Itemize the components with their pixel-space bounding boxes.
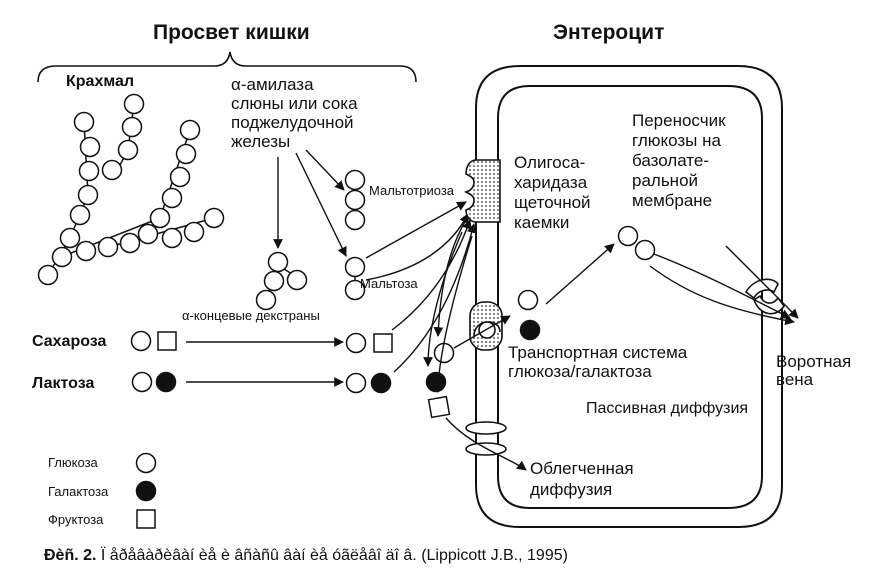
passive-diffusion-label: Пассивная диффузия [586, 400, 748, 417]
dextrin-molecule [255, 251, 308, 311]
legend-fructose-label: Фруктоза [48, 512, 104, 527]
maltotriose-label: Мальтотриоза [369, 183, 455, 198]
legend-fructose-symbol [136, 509, 156, 529]
portal-vein-label: Воротная вена [776, 352, 856, 389]
basolateral-glucose-carrier [744, 278, 785, 315]
lumen-brace [37, 51, 417, 83]
basolateral-carrier-label: Переносчик глюкозы на базолате- ральной … [632, 111, 730, 210]
sucrose-molecule-lumen [130, 330, 177, 352]
absorbed-monosaccharides [425, 342, 455, 419]
facilitated-diffusion-channel [465, 421, 507, 456]
legend: Глюкоза Галактоза Фруктоза [48, 452, 157, 529]
glucose-galactose-transporter [469, 301, 503, 351]
caption-text: Ï åðåâàðèâàí èå è âñàñû âàí èå óãëåâî äî… [96, 547, 568, 564]
maltose-molecule [344, 256, 366, 301]
figure-caption: Ðèñ. 2. Ï åðåâàðèâàí èå è âñàñû âàí èå ó… [44, 547, 568, 565]
legend-glucose-label: Глюкоза [48, 455, 99, 470]
oligosaccharidase-label: Олигоса- харидаза щеточной каемки [514, 153, 595, 232]
sucrose-label: Сахароза [32, 333, 107, 350]
caption-prefix: Ðèñ. 2. [44, 547, 97, 564]
enterocyte-inner-membrane [497, 85, 763, 509]
oligosaccharidase-enzyme [463, 159, 501, 223]
transport-system-label: Транспортная система глюкоза/галактоза [508, 343, 692, 381]
amylase-arrows [273, 149, 347, 257]
lactose-label: Лактоза [32, 375, 94, 392]
facilitated-diffusion-label: Облегченная диффузия [530, 459, 638, 499]
sucrose-molecule-membrane [345, 332, 393, 354]
amylase-label: α-амилаза слюны или сока поджелудочной ж… [231, 75, 362, 151]
maltose-label: Мальтоза [360, 276, 418, 291]
starch-label: Крахмал [66, 73, 134, 90]
brush-border-arrows [365, 201, 477, 373]
lumen-header: Просвет кишки [153, 21, 310, 44]
enterocyte-outer-membrane [475, 65, 783, 528]
monosaccharide-arrows [423, 219, 527, 471]
lactose-molecule-lumen [131, 371, 177, 393]
starch-molecule [37, 93, 225, 286]
lactose-molecule-membrane [345, 372, 392, 394]
dextrins-label: α-концевые декстраны [182, 308, 320, 323]
portal-vein-arrows [649, 245, 799, 326]
legend-galactose-label: Галактоза [48, 484, 109, 499]
enterocyte-header: Энтероцит [553, 21, 664, 44]
to-basolateral-arrow [545, 243, 615, 305]
legend-galactose-symbol [135, 480, 157, 502]
maltotriose-molecule [344, 169, 366, 231]
legend-glucose-symbol [135, 452, 157, 474]
intracellular-monosaccharides [517, 225, 656, 341]
